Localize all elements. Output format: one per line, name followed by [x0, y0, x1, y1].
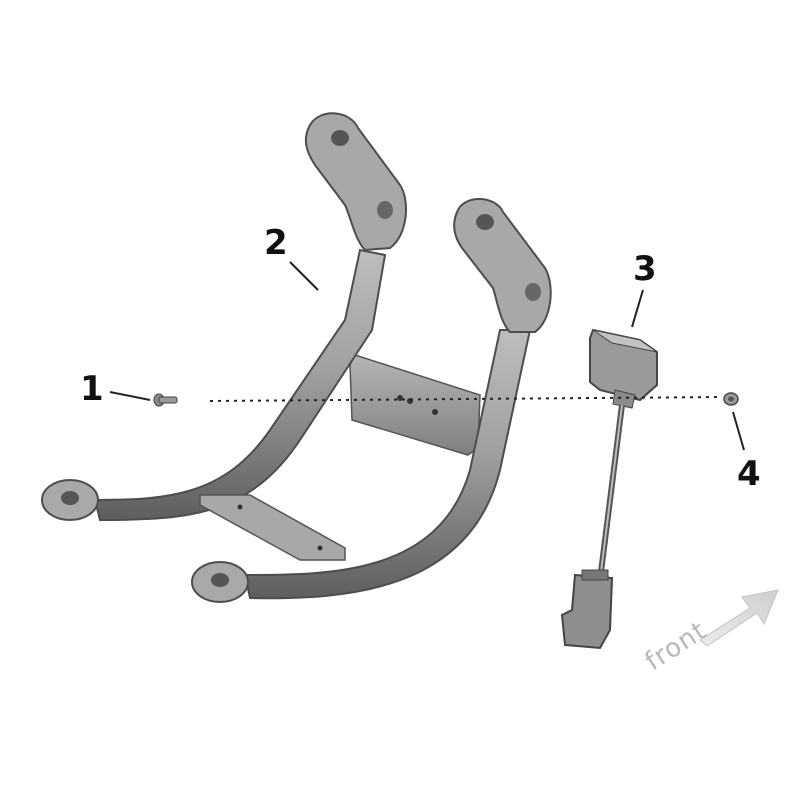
- screw-part-1: [153, 393, 178, 407]
- callout-3: 3: [633, 249, 657, 289]
- frame-bracket-part-2: [41, 112, 552, 603]
- left-upper-mount: [304, 112, 407, 252]
- sensor-connector: [560, 573, 614, 650]
- leader-line-4: [732, 411, 745, 451]
- callout-2: 2: [264, 223, 288, 263]
- sensor-part-3: [560, 328, 658, 650]
- callout-4: 4: [737, 454, 761, 494]
- callout-1: 1: [80, 369, 104, 409]
- assembly-axis: [209, 396, 723, 402]
- upper-cross-plate: [349, 354, 481, 456]
- lower-cross-plate: [199, 494, 346, 561]
- right-upper-mount: [453, 198, 552, 333]
- front-arrow-icon: [699, 589, 779, 647]
- left-tube: [93, 248, 387, 522]
- right-tube: [243, 329, 532, 600]
- leader-line-3: [631, 289, 644, 328]
- leader-line-1: [109, 391, 151, 401]
- nut-part-4: [723, 392, 739, 406]
- leader-line-2: [289, 261, 319, 291]
